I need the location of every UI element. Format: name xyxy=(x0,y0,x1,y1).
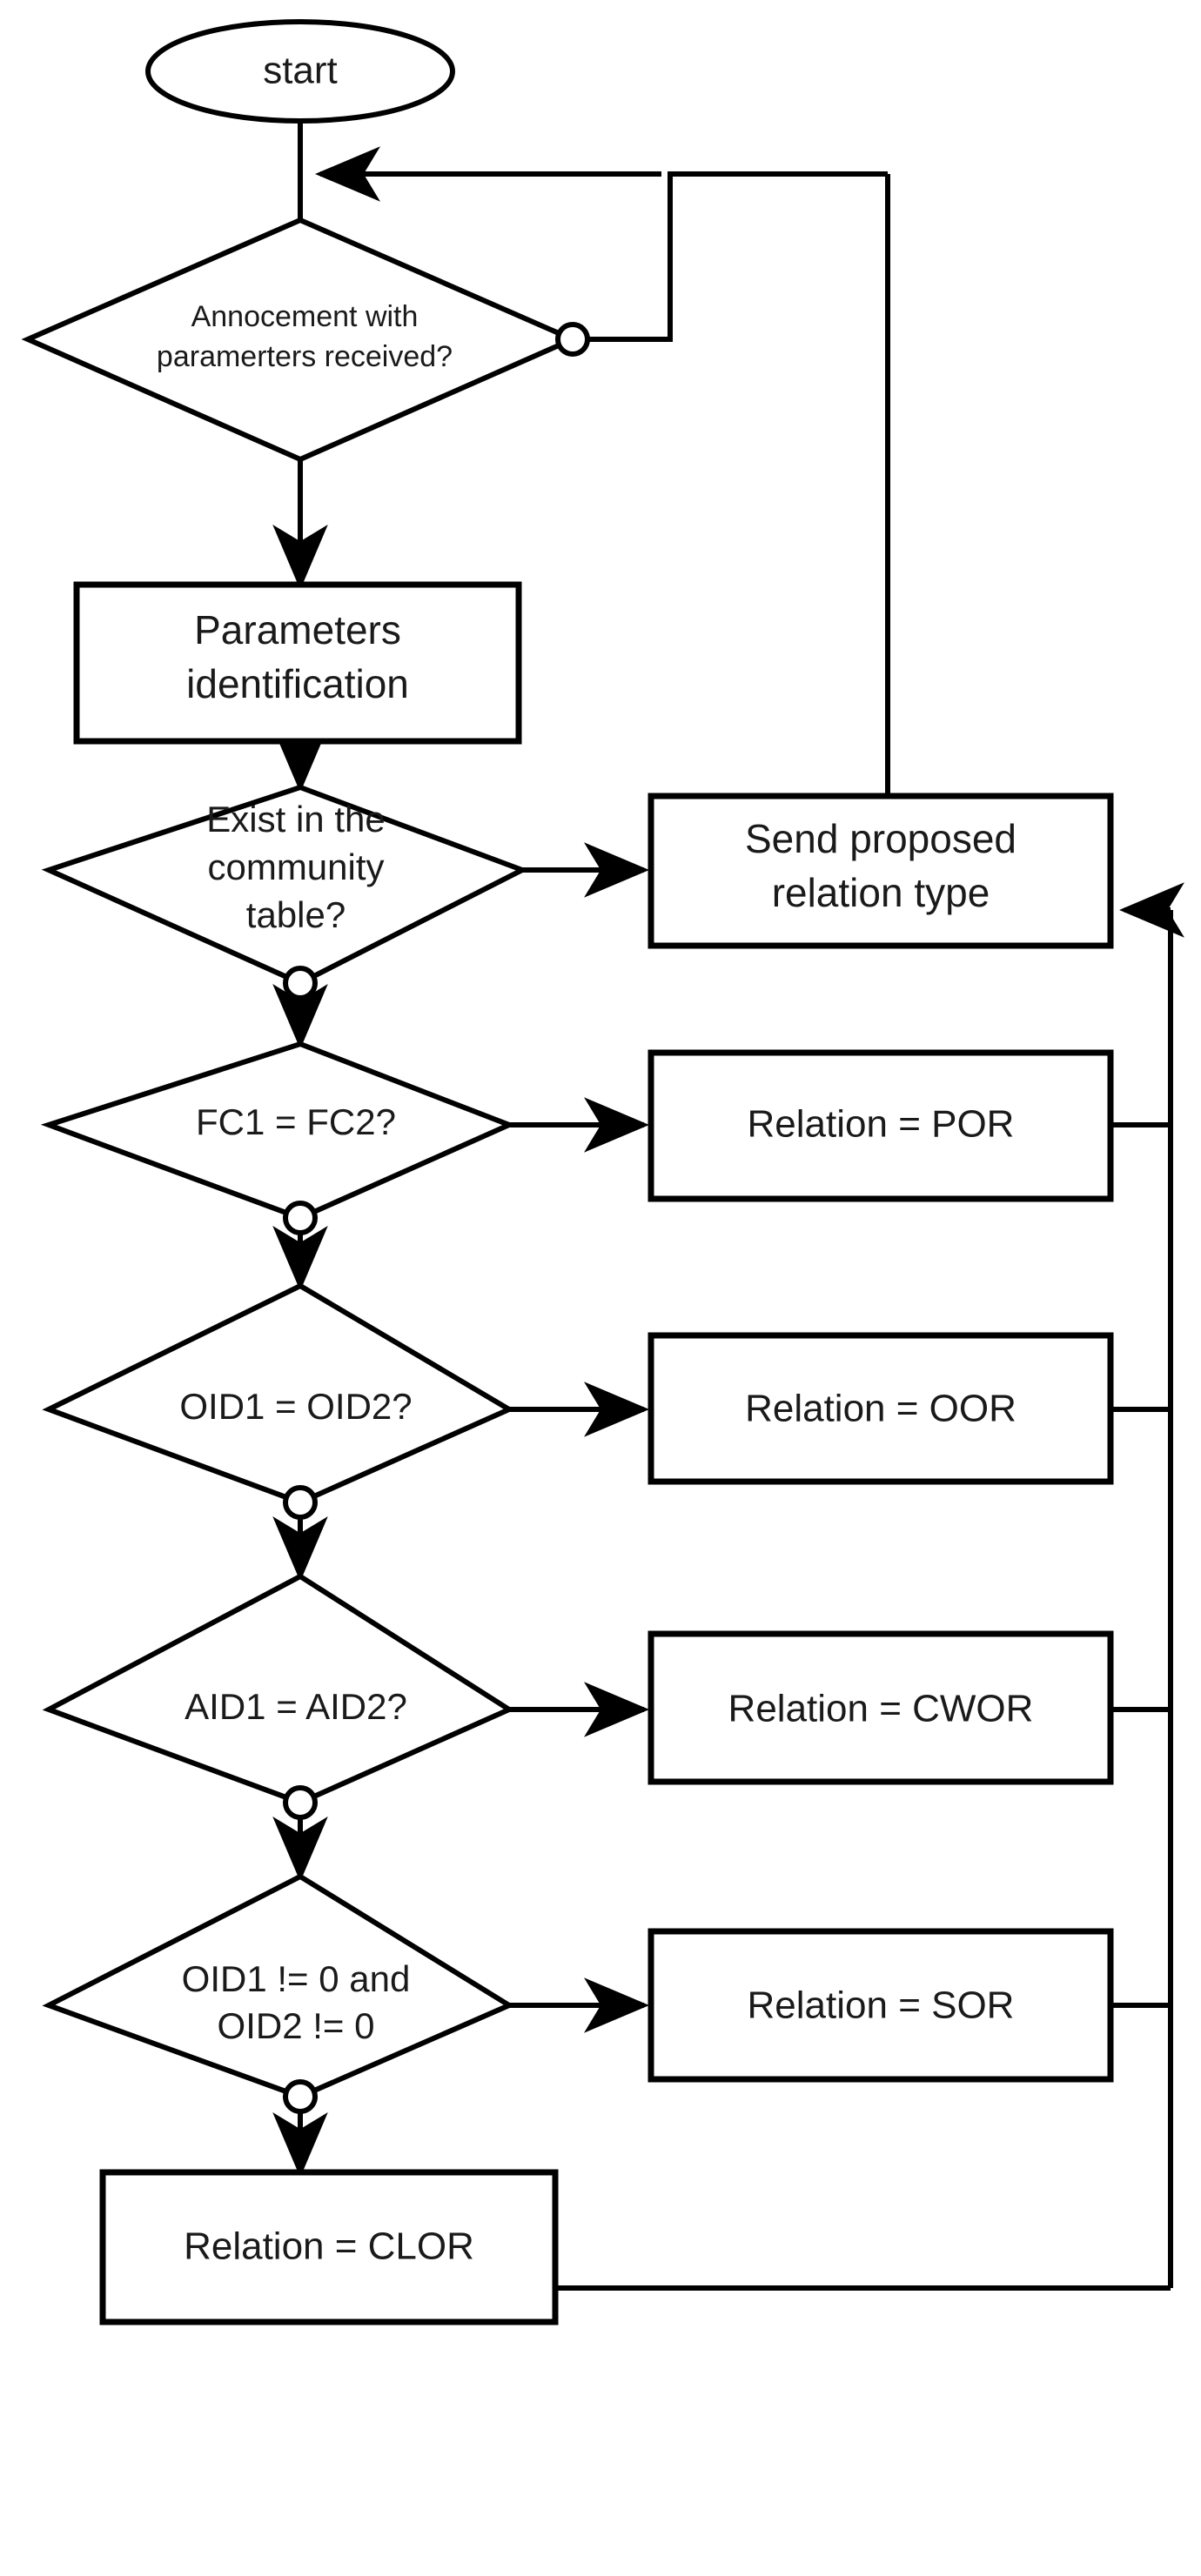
node-fc-decision[interactable]: FC1 = FC2? xyxy=(40,1040,516,1235)
fc-no-connector-dot xyxy=(283,1201,318,1235)
parameters-label-line2: identification xyxy=(186,661,409,706)
node-oid-decision[interactable]: OID1 = OID2? xyxy=(42,1282,515,1520)
relation-clor-box xyxy=(99,2169,559,2325)
relation-clor-label: Relation = CLOR xyxy=(184,2225,474,2268)
node-parameters-identification[interactable]: Parameters identification xyxy=(73,581,522,745)
oid-no-connector-dot xyxy=(283,1485,318,1520)
node-relation-oor[interactable]: Relation = OOR xyxy=(647,1332,1114,1485)
announcement-no-connector-dot xyxy=(555,322,590,357)
relation-sor-label: Relation = SOR xyxy=(748,1984,1015,2027)
start-label: start xyxy=(263,50,338,92)
node-relation-clor[interactable]: Relation = CLOR xyxy=(99,2169,559,2325)
announcement-label-line2: paramerters received? xyxy=(157,340,453,373)
fc-label: FC1 = FC2? xyxy=(196,1101,396,1142)
exist-label-line3: table? xyxy=(246,894,346,935)
node-aid-decision[interactable]: AID1 = AID2? xyxy=(42,1573,515,1820)
relation-cwor-label: Relation = CWOR xyxy=(728,1688,1034,1730)
exist-no-connector-dot xyxy=(283,966,318,1000)
exist-label-line1: Exist in the xyxy=(206,799,385,840)
node-start[interactable]: start xyxy=(145,19,455,124)
node-relation-sor[interactable]: Relation = SOR xyxy=(647,1928,1114,2083)
oid-label: OID1 = OID2? xyxy=(179,1386,412,1427)
node-relation-cwor[interactable]: Relation = CWOR xyxy=(647,1630,1114,1785)
send-label-line1: Send proposed xyxy=(745,816,1016,861)
parameters-identification-box xyxy=(73,581,522,745)
node-send-proposed-relation-type[interactable]: Send proposed relation type xyxy=(647,793,1114,949)
relation-por-label: Relation = POR xyxy=(748,1103,1015,1146)
send-proposed-box xyxy=(647,793,1114,949)
relation-cwor-box xyxy=(647,1630,1114,1785)
announcement-diamond xyxy=(21,217,580,463)
start-ellipse xyxy=(145,19,455,124)
announcement-label-line1: Annocement with xyxy=(191,300,419,333)
node-oidnz-decision[interactable]: OID1 != 0 and OID2 != 0 xyxy=(42,1873,515,2114)
node-announcement-decision[interactable]: Annocement with paramerters received? xyxy=(21,217,590,463)
oidnz-label-line2: OID2 != 0 xyxy=(218,2005,375,2046)
node-relation-por[interactable]: Relation = POR xyxy=(647,1049,1114,1202)
relation-oor-label: Relation = OOR xyxy=(745,1388,1016,1430)
relation-oor-box xyxy=(647,1332,1114,1485)
aid-no-connector-dot xyxy=(283,1785,318,1820)
exist-label-line2: community xyxy=(207,846,384,887)
aid-label: AID1 = AID2? xyxy=(185,1686,407,1727)
oidnz-label-line1: OID1 != 0 and xyxy=(182,1958,411,1999)
parameters-label-line1: Parameters xyxy=(194,607,401,652)
relation-por-box xyxy=(647,1049,1114,1202)
send-label-line2: relation type xyxy=(772,870,990,915)
node-exist-decision[interactable]: Exist in the community table? xyxy=(41,784,529,1000)
relation-sor-box xyxy=(647,1928,1114,2083)
oidnz-no-connector-dot xyxy=(283,2079,318,2114)
